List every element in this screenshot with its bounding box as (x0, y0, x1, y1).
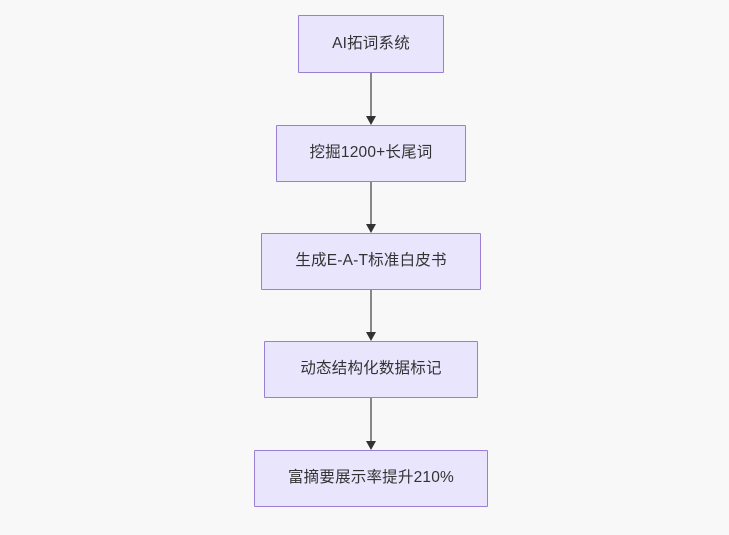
flow-node-n1[interactable]: AI拓词系统 (298, 15, 444, 73)
flow-node-n2[interactable]: 挖掘1200+长尾词 (276, 125, 466, 182)
flow-arrow-n1-to-n2 (363, 73, 379, 125)
flow-node-n5[interactable]: 富摘要展示率提升210% (254, 450, 488, 507)
flow-node-n3[interactable]: 生成E-A-T标准白皮书 (261, 233, 481, 290)
flow-node-label: 富摘要展示率提升210% (287, 469, 455, 487)
flow-node-label: 挖掘1200+长尾词 (309, 144, 433, 162)
flow-node-label: AI拓词系统 (332, 34, 410, 52)
flow-node-n4[interactable]: 动态结构化数据标记 (264, 341, 478, 398)
flow-arrow-n3-to-n4 (363, 290, 379, 341)
flow-node-label: 动态结构化数据标记 (300, 360, 442, 378)
flow-arrow-n2-to-n3 (363, 182, 379, 233)
flow-arrow-n4-to-n5 (363, 398, 379, 450)
flow-node-label: 生成E-A-T标准白皮书 (295, 252, 447, 270)
